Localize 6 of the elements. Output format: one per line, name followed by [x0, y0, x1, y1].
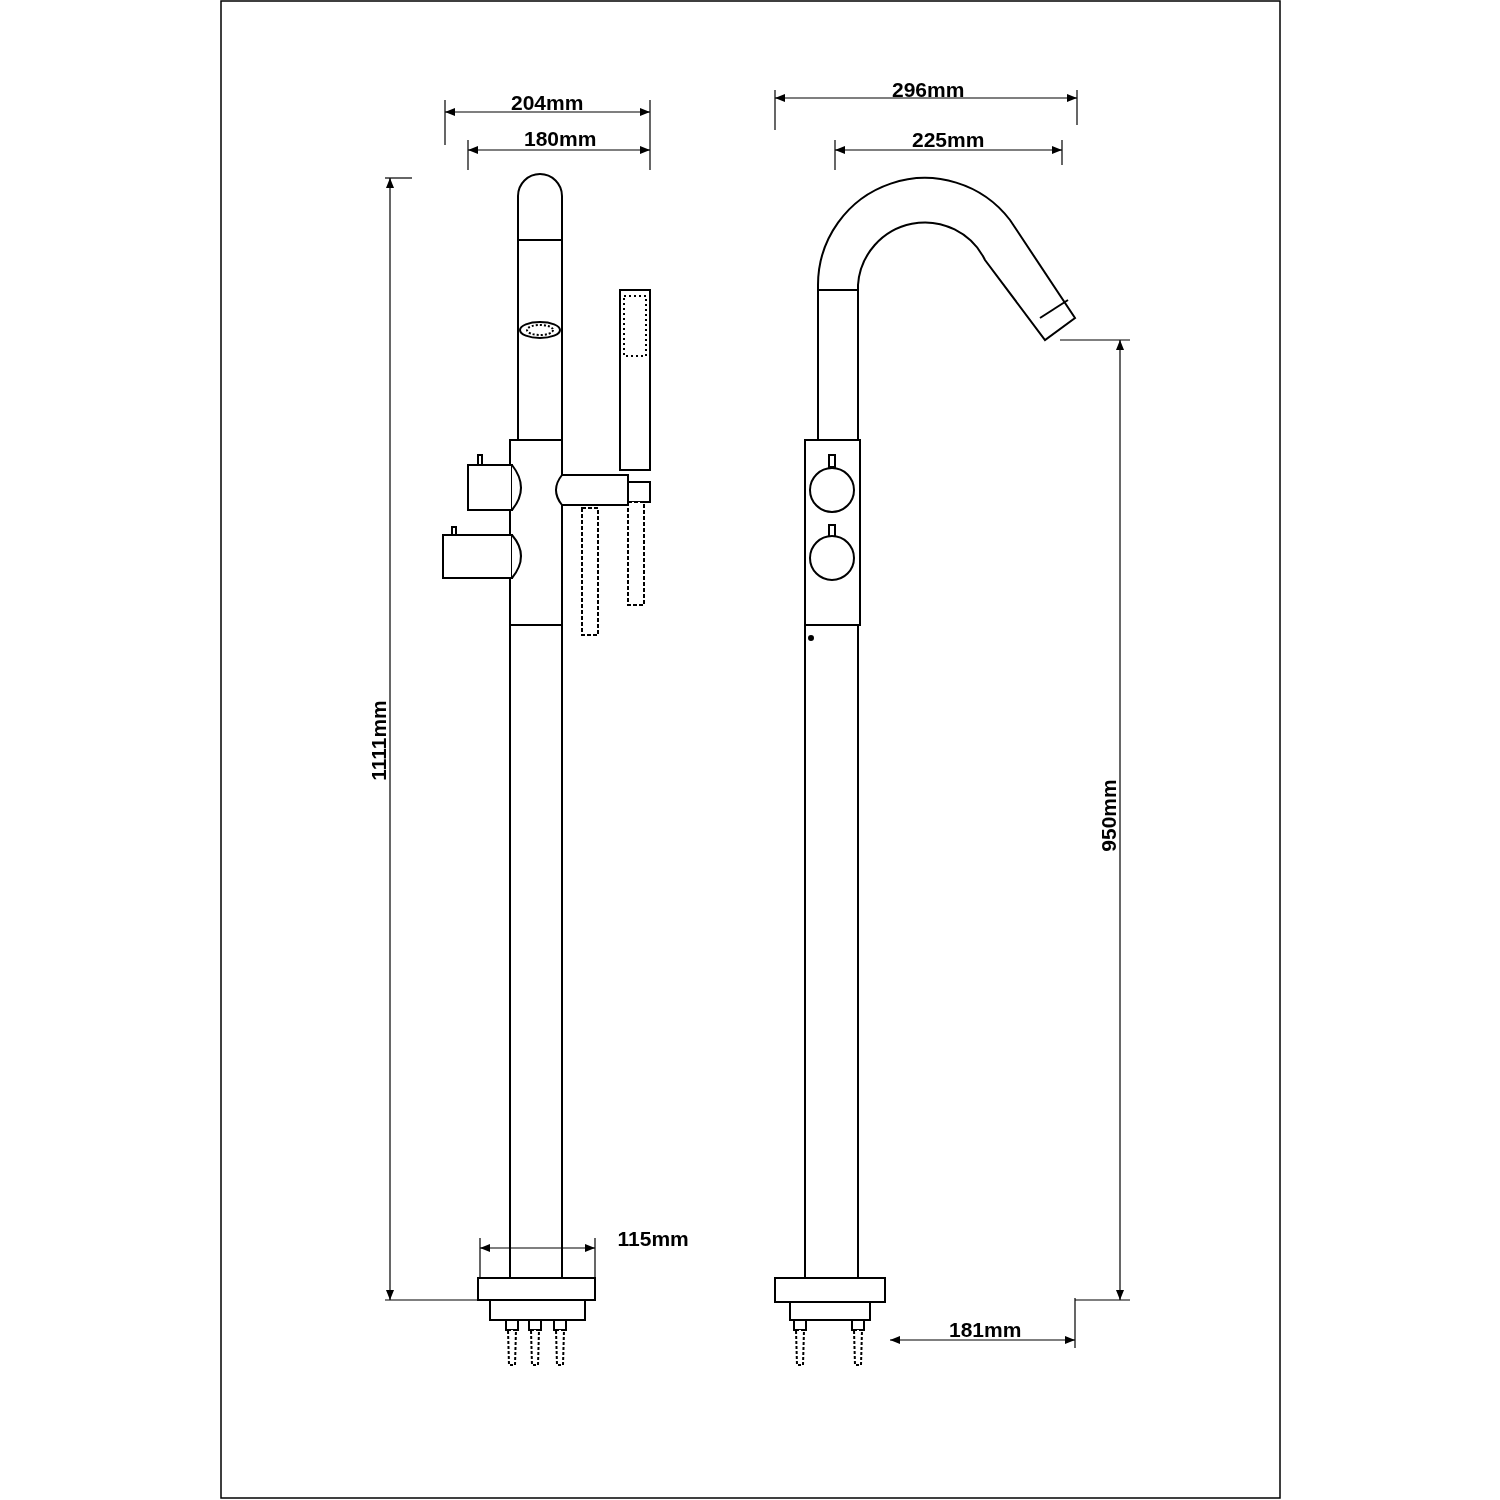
dimension-label: 204mm: [511, 91, 584, 113]
dimension-label: 181mm: [949, 1318, 1022, 1340]
dimension-label: 115mm: [617, 1227, 689, 1249]
dimension-label: 225mm: [912, 128, 985, 150]
dimension-label: 296mm: [892, 78, 965, 100]
dimension-label: 180mm: [524, 127, 597, 149]
